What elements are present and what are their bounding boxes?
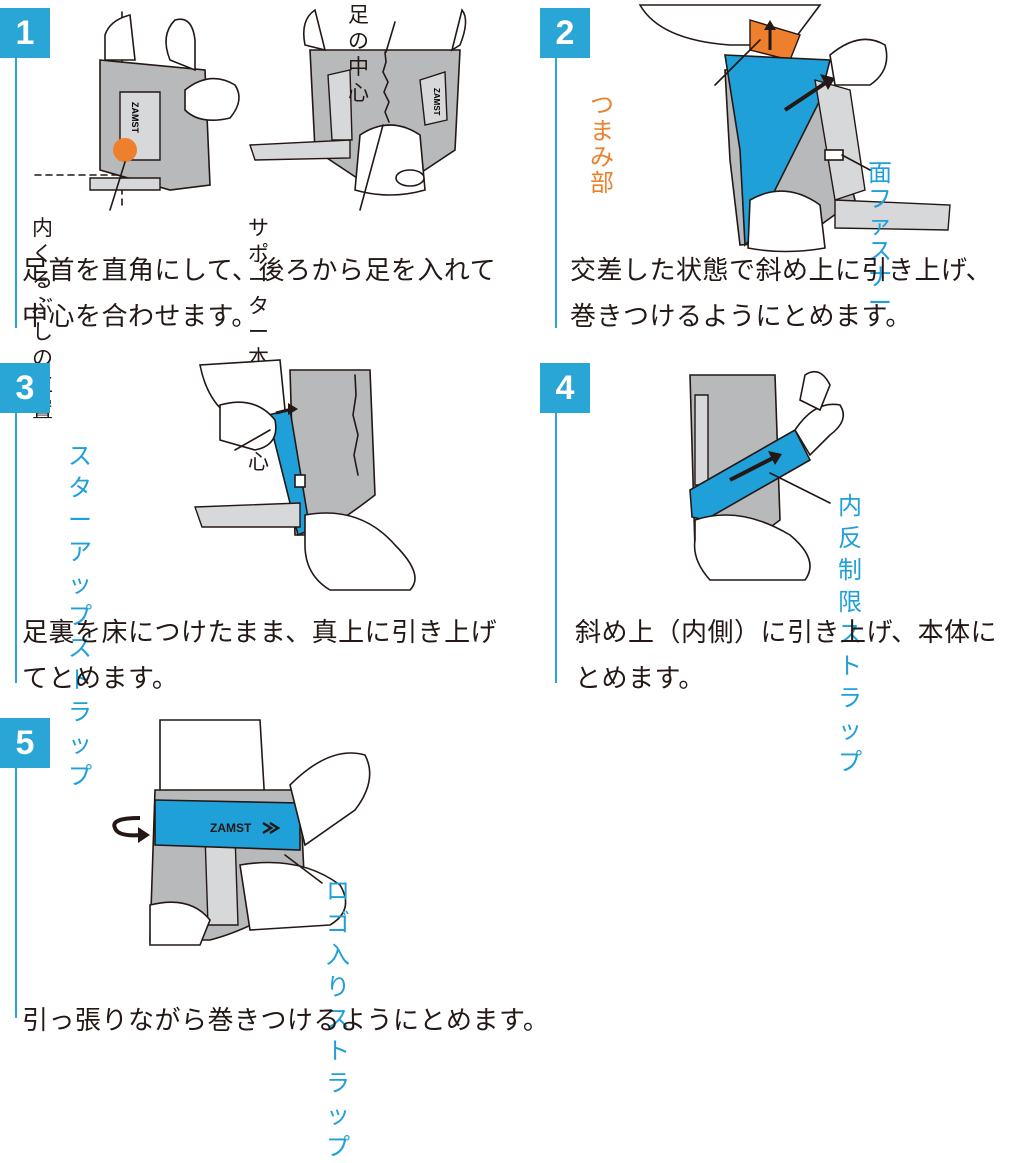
step-2-label-tab: つまみ部 [590,91,614,197]
step-1-label-center-of-foot: 足の中心 [348,3,369,105]
step-3-caption: 足裏を床につけたまま、真上に引き上げ てとめます。 [22,618,498,694]
step-2-illustration [638,4,951,253]
step-5-caption: 引っ張りながら巻きつけるようにとめます。 [22,1006,550,1036]
step-4-rule [555,413,557,683]
step-3-badge: 3 [0,363,50,413]
step-3-label-stirrup-strap: スターアップ ストラップ [68,442,92,790]
step-1-brand-text: ZAMST [130,102,140,133]
step-5-rule [15,768,17,1018]
step-4-badge: 4 [540,363,590,413]
step-5-brand-text: ZAMST [210,821,252,835]
step-3-illustration [194,359,416,591]
step-5-badge: 5 [0,718,50,768]
step-1-caption: 足首を直角にして、後ろから足を入れて 中心を合わせます。 [22,256,497,332]
step-4-label-inversion-strap: 内反制限 ストラップ [838,492,862,776]
step-5-illustration: ZAMST [112,719,371,946]
step-4-caption: 斜め上（内側）に引き上げ、本体に とめます。 [575,618,998,694]
step-3-rule [15,413,17,683]
step-2-label-fastener: 面ファスナー [868,159,892,317]
step-2-rule [555,58,557,328]
step-1-badge: 1 [0,8,50,58]
svg-text:ZAMST: ZAMST [432,88,441,116]
step-2-caption: 交差した状態で斜め上に引き上げ、 巻きつけるようにとめます。 [570,256,993,332]
step-4-illustration [689,370,845,581]
step-1-illustration: ZAMST ZAMST [34,8,467,211]
step-1-rule [15,58,17,328]
step-2-badge: 2 [540,8,590,58]
